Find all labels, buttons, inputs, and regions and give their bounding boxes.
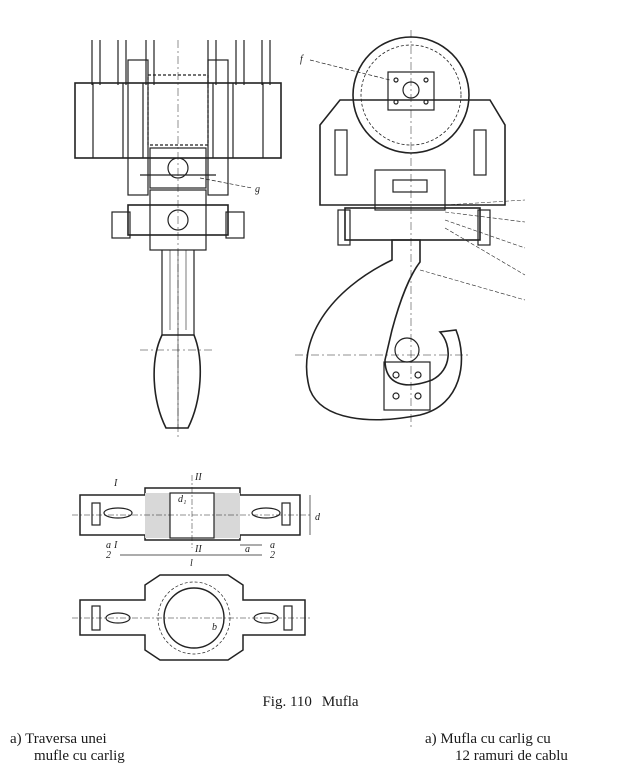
subcaption-right-line2: 12 ramuri de cablu <box>455 748 568 764</box>
subcaption-right: a) Mufla cu carlig cu 12 ramuri de cablu <box>425 731 568 765</box>
label-section-i-top: I <box>113 478 118 489</box>
label-dim-l: l <box>190 558 193 569</box>
label-dim-b: b <box>212 622 217 633</box>
figure-caption: Fig. 110 Mufla <box>0 694 621 711</box>
label-section-i-bottom: I <box>113 540 118 551</box>
label-half-2-bottom: 2 <box>106 550 111 561</box>
figure-title: Mufla <box>321 694 359 710</box>
front-view-hook <box>295 30 526 430</box>
label-section-ii-bottom: II <box>194 544 202 555</box>
label-dim-d1: d₁ <box>178 494 186 505</box>
technical-drawing: f g I II I II l d a d₁ b a 2 a 2 <box>72 30 526 661</box>
subcaption-left: a) Traversa unei mufle cu carlig <box>10 731 125 765</box>
label-dim-a: a <box>245 544 250 555</box>
label-half-a-top-right: a <box>270 540 275 551</box>
subcaption-left-line2: mufle cu carlig <box>34 748 125 764</box>
label-dim-d: d <box>315 512 321 523</box>
side-view-hook-block <box>74 40 282 440</box>
label-f: f <box>300 54 304 65</box>
label-g: g <box>255 184 260 195</box>
traverse-plan <box>72 574 312 661</box>
label-half-a-top: a <box>106 540 111 551</box>
figure-number: Fig. 110 <box>262 694 312 710</box>
label-half-2-bottom-right: 2 <box>270 550 275 561</box>
label-section-ii-top: II <box>194 472 202 483</box>
subcaption-left-line1: a) Traversa unei <box>10 731 107 747</box>
traverse-section <box>72 475 311 556</box>
subcaption-right-line1: a) Mufla cu carlig cu <box>425 731 551 747</box>
